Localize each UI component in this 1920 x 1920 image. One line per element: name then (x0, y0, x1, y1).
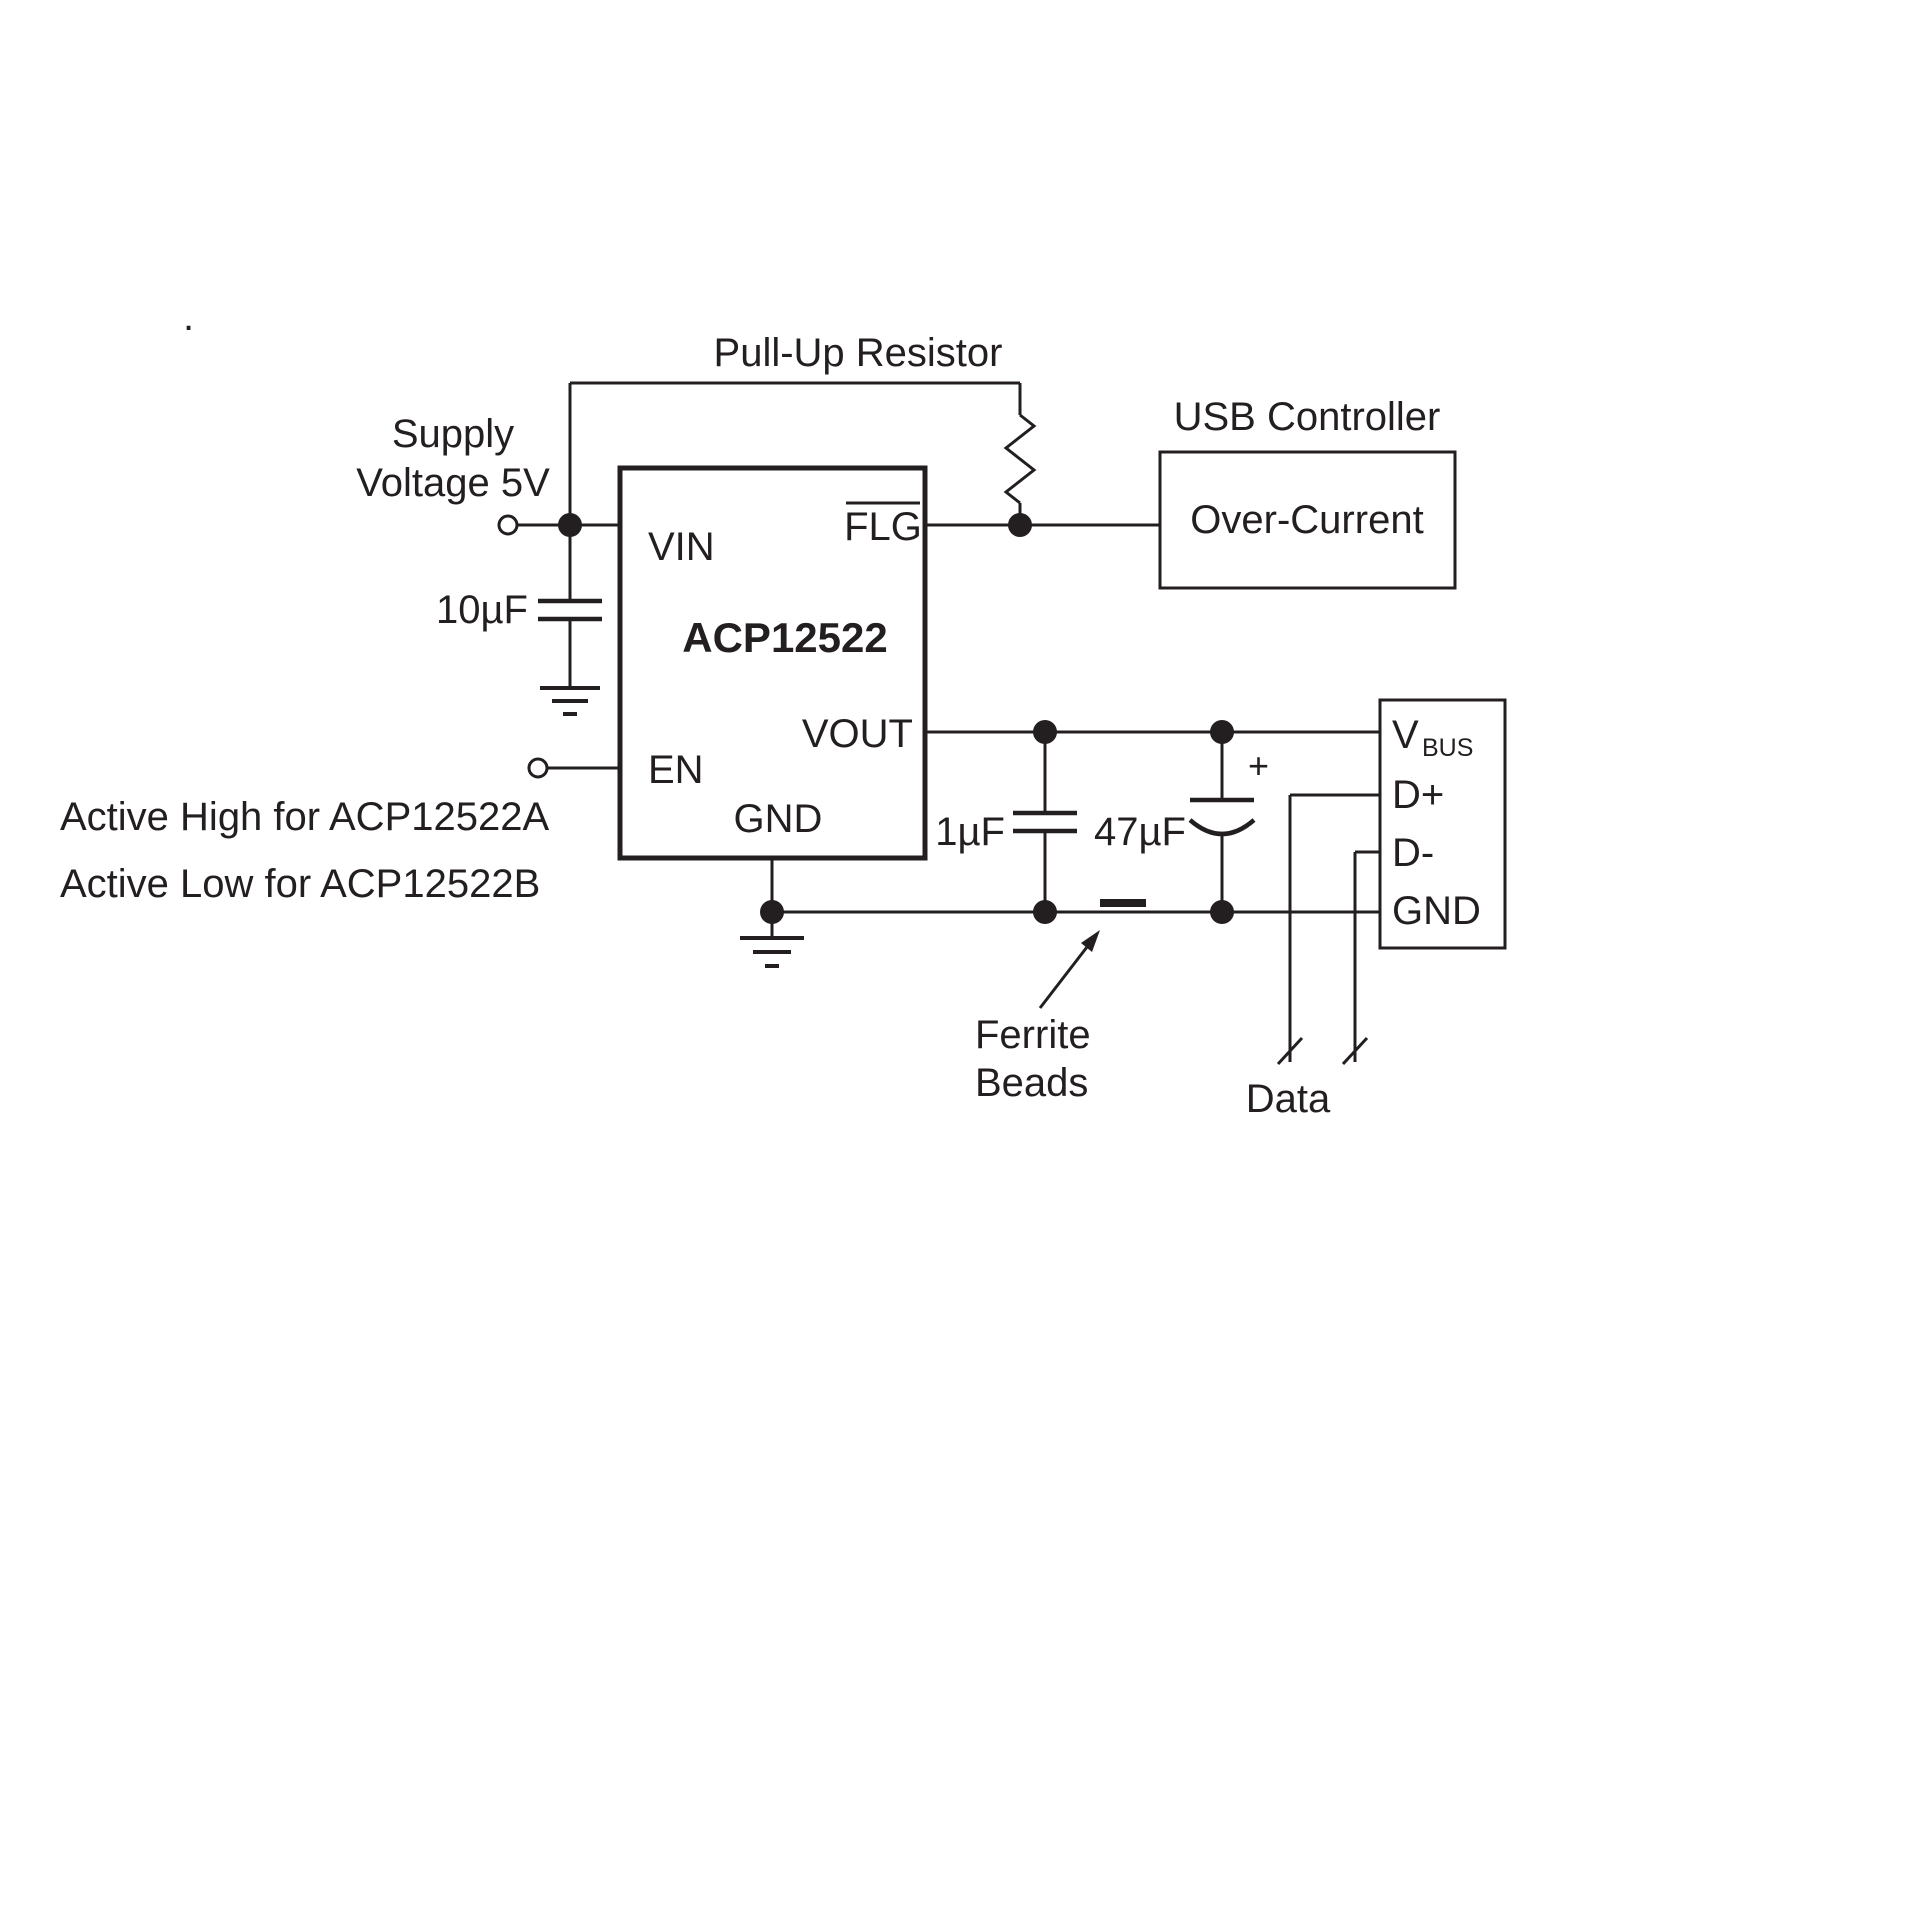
output-section: 1µF 47µF + (925, 720, 1380, 912)
usb-controller-title: USB Controller (1174, 395, 1441, 439)
ferrite-beads-arrow-line (1038, 946, 1089, 1009)
connector-label-vbus: V (1392, 713, 1419, 757)
ground-rail (740, 858, 1380, 968)
usb-controller-block: USB Controller Over-Current (925, 395, 1457, 590)
ferrite-beads-arrowhead (1081, 930, 1100, 952)
data-label: Data (1246, 1077, 1331, 1121)
pin-label-vout: VOUT (802, 712, 913, 756)
usb-connector: V BUS D+ D- GND Data (1246, 698, 1507, 1121)
pullup-resistor-branch: Pull-Up Resistor (568, 331, 1037, 537)
connector-label-dplus: D+ (1392, 773, 1444, 817)
enable-input-terminal (527, 757, 549, 779)
active-high-note: Active High for ACP12522A (60, 795, 549, 839)
supply-voltage-label-line1: Supply (392, 412, 514, 456)
stray-dot: . (183, 295, 194, 339)
connector-label-gnd: GND (1392, 889, 1481, 933)
junction-dot-cap1uf-bottom (1033, 900, 1057, 924)
break-slash-dminus (1341, 1036, 1369, 1066)
cap-47uf-plate-curved (1188, 818, 1256, 837)
pin-label-en: EN (648, 748, 704, 792)
pin-label-vin: VIN (648, 525, 715, 569)
pin-label-gnd: GND (734, 797, 823, 841)
connector-label-vbus-subscript: BUS (1422, 734, 1473, 762)
ground-symbol-main (740, 936, 804, 968)
connector-label-dminus: D- (1392, 831, 1434, 875)
junction-dot-cap47uf-bottom (1210, 900, 1234, 924)
over-current-label: Over-Current (1190, 498, 1423, 542)
annotations: Active High for ACP12522A Active Low for… (60, 295, 1100, 1105)
usb-connector-box (1378, 698, 1507, 950)
supply-voltage-label-line2: Voltage 5V (356, 461, 550, 505)
resistor-zigzag (1003, 413, 1037, 505)
usb-controller-box (1158, 450, 1457, 590)
ferrite-beads-label-line2: Beads (975, 1061, 1088, 1105)
cap-1uf-label: 1µF (935, 810, 1005, 854)
pull-up-resistor-label: Pull-Up Resistor (714, 331, 1003, 375)
break-slash-dplus (1276, 1036, 1304, 1066)
ic-acp12522: VIN FLG ACP12522 VOUT EN GND (617, 465, 928, 861)
pin-label-flg: FLG (844, 505, 922, 549)
active-low-note: Active Low for ACP12522B (60, 862, 540, 906)
ferrite-beads-label-line1: Ferrite (975, 1013, 1091, 1057)
ground-symbol-input (540, 686, 600, 716)
supply-section: Supply Voltage 5V 10µF (356, 412, 620, 779)
ic-part-number: ACP12522 (682, 614, 887, 661)
cap-47uf-label: 47µF (1094, 810, 1186, 854)
cap-47uf-plus-sign: + (1248, 745, 1269, 786)
supply-input-terminal (497, 514, 519, 536)
cap-10uf-label: 10µF (436, 588, 528, 632)
